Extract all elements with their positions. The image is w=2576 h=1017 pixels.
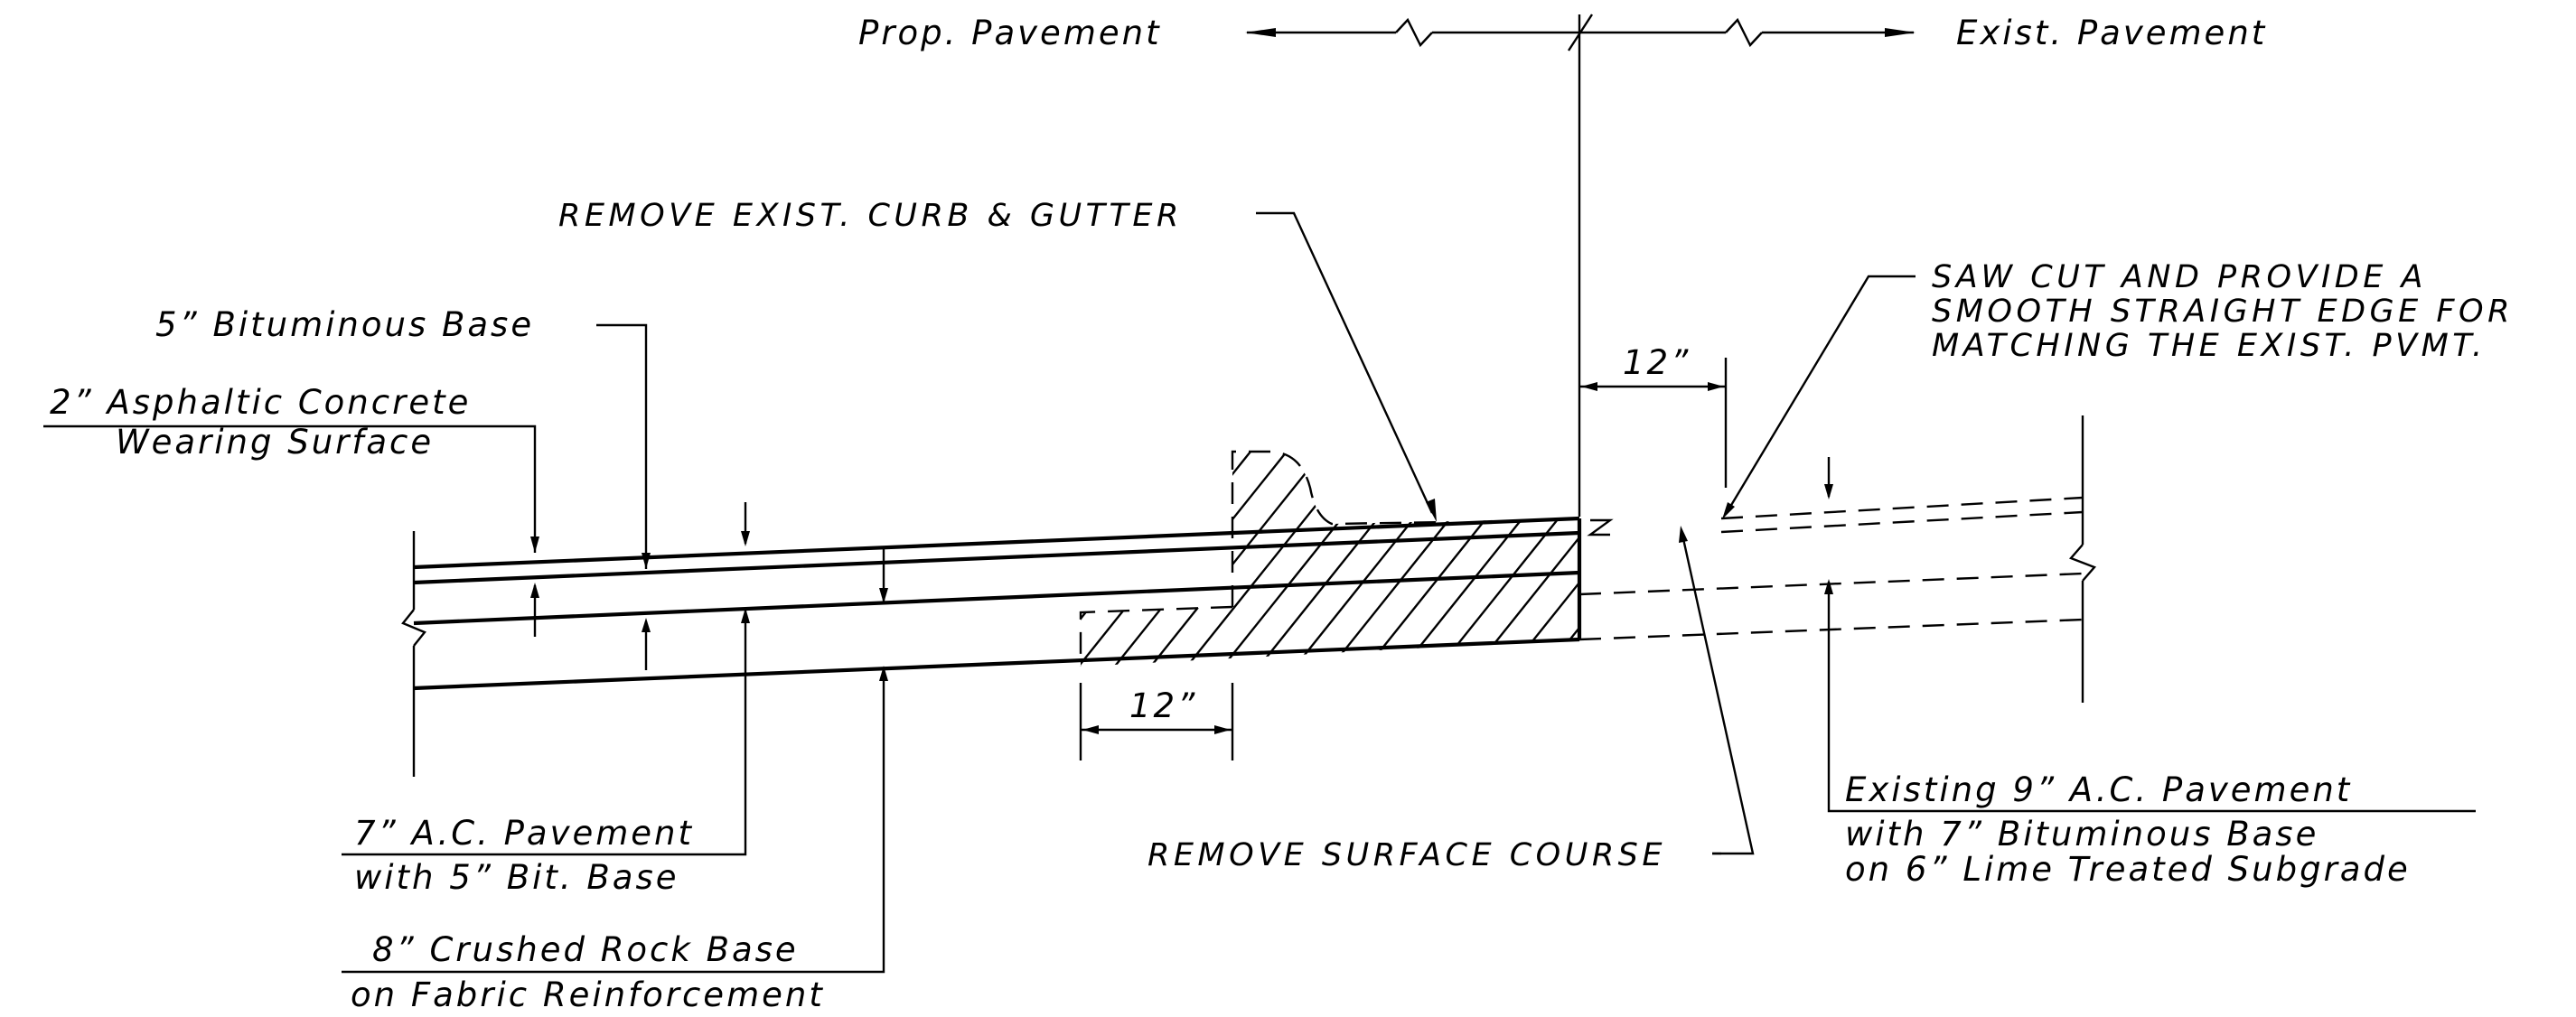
arrow-left-icon bbox=[1245, 28, 1276, 37]
saw-cut-label-line3: MATCHING THE EXIST. PVMT. bbox=[1932, 328, 2487, 364]
saw-cut-label-line1: SAW CUT AND PROVIDE A bbox=[1932, 259, 2427, 295]
existing-label-line1: Existing 9” A.C. Pavement bbox=[1845, 770, 2352, 809]
prop-pavement-label: Prop. Pavement bbox=[858, 14, 1162, 52]
ac-pavement-label-line2: with 5” Bit. Base bbox=[354, 858, 679, 897]
proposed-pavement-layers bbox=[401, 516, 1580, 777]
dim-12-top: 12” bbox=[1623, 343, 1691, 382]
bituminous-base-bottom bbox=[413, 570, 1580, 626]
asphaltic-label-line2: Wearing Surface bbox=[116, 423, 434, 462]
asphaltic-label-line1: 2” Asphaltic Concrete bbox=[50, 383, 471, 422]
crushed-rock-label-line1: 8” Crushed Rock Base bbox=[372, 930, 799, 969]
exist-pavement-label: Exist. Pavement bbox=[1956, 14, 2267, 52]
zigzag-saw-cut bbox=[1587, 518, 1614, 536]
remove-surface-label: REMOVE SURFACE COURSE bbox=[1147, 837, 1666, 873]
arrow-right-icon bbox=[1885, 28, 1916, 37]
removal-hatch-area bbox=[1079, 450, 1582, 667]
pavement-boundary-line bbox=[1245, 14, 1916, 517]
bit-base-label: 5” Bituminous Base bbox=[155, 305, 534, 344]
existing-label-line2: with 7” Bituminous Base bbox=[1845, 815, 2318, 854]
wearing-surface-bottom bbox=[413, 530, 1580, 585]
leaders bbox=[43, 211, 2476, 974]
ac-pavement-label-line1: 7” A.C. Pavement bbox=[354, 814, 694, 853]
saw-cut-label-line2: SMOOTH STRAIGHT EDGE FOR bbox=[1932, 294, 2514, 330]
crushed-rock-label-line2: on Fabric Reinforcement bbox=[351, 975, 825, 1014]
remove-curb-label: REMOVE EXIST. CURB & GUTTER bbox=[558, 198, 1183, 234]
existing-label-line3: on 6” Lime Treated Subgrade bbox=[1845, 850, 2411, 889]
existing-pavement-layers bbox=[1578, 415, 2097, 703]
crushed-rock-bottom bbox=[413, 637, 1580, 691]
dim-12-bottom: 12” bbox=[1129, 686, 1197, 725]
wearing-surface-top bbox=[413, 516, 1580, 570]
